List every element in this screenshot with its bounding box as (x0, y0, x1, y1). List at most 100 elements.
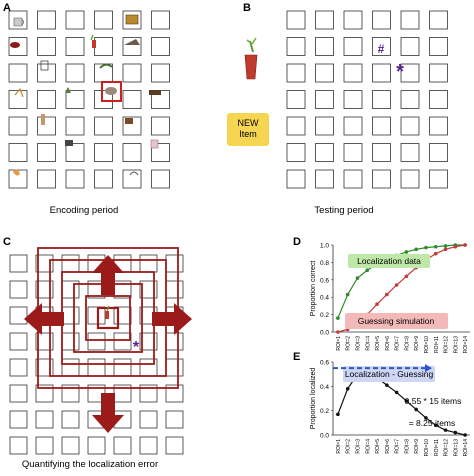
grid-cell (315, 143, 334, 162)
grid-cell (113, 306, 132, 325)
x-tick-label: ROI=11 (434, 336, 440, 353)
grid-cell (94, 90, 113, 109)
new-item-line: NEW (238, 118, 260, 128)
x-tick-label: ROI=11 (434, 439, 440, 456)
cage-icon (40, 60, 49, 71)
grid-cell (286, 90, 306, 109)
y-tick-label: 0.6 (320, 360, 329, 367)
grid-cell (65, 10, 85, 30)
y-tick-label: 0.2 (320, 408, 329, 415)
grid-cell (37, 116, 56, 136)
data-point (404, 399, 409, 403)
grid-cell (35, 410, 54, 429)
grid-cell (35, 332, 54, 351)
x-tick-label: ROI=14 (463, 336, 469, 354)
grid-cell (87, 306, 106, 325)
data-point (385, 383, 389, 387)
x-tick-label: ROI=4 (365, 439, 371, 454)
grid-cell (165, 332, 184, 351)
down-arrow-icon (92, 393, 124, 433)
pig-icon (105, 87, 117, 95)
panel-e-letter: E (293, 351, 300, 363)
grid-cell (139, 436, 158, 455)
x-tick-label: ROI=5 (375, 336, 381, 351)
data-point (394, 390, 399, 395)
grid-cell (94, 116, 113, 136)
x-tick-label: ROI=13 (453, 439, 459, 457)
grid-cell (113, 332, 132, 351)
grid-cell (151, 116, 170, 136)
grid-cell (429, 37, 448, 56)
grid-cell (122, 90, 142, 109)
grid-cell (37, 37, 56, 56)
x-tick-label: ROI=2 (346, 439, 352, 454)
new-item-drink-icon (244, 37, 258, 80)
painting-icon (125, 14, 139, 25)
x-tick-label: ROI=5 (375, 439, 381, 454)
data-point (424, 245, 428, 250)
grid-cell (315, 37, 334, 56)
data-point (433, 423, 438, 428)
panel-b-letter: B (243, 2, 251, 14)
y-tick-label: 0.6 (320, 277, 329, 284)
grid-cell (35, 384, 54, 403)
grid-cell (429, 90, 448, 109)
x-tick-label: ROI=4 (365, 336, 371, 351)
grid-cell (94, 63, 113, 83)
x-tick-label: ROI=7 (395, 336, 401, 351)
encoding-grid (8, 10, 170, 189)
grid-cell (87, 332, 106, 351)
x-tick-label: ROI=12 (444, 439, 450, 457)
kettle-icon (13, 17, 24, 27)
grid-cell (286, 143, 306, 162)
grid-cell (35, 436, 54, 455)
grid-cell (9, 254, 28, 273)
grid-cell (87, 436, 106, 455)
grid-cell (286, 37, 306, 56)
error-star-marker: * (133, 339, 140, 356)
grid-cell (343, 169, 363, 189)
grid-cell (139, 254, 158, 273)
lamp-icon (14, 87, 24, 98)
grid-cell (400, 116, 420, 136)
data-point (355, 276, 360, 280)
grid-cell (9, 306, 28, 325)
grid-cell (65, 63, 85, 83)
data-point (336, 330, 340, 334)
data-point (424, 416, 428, 420)
target-highlight (101, 81, 122, 102)
data-point (463, 433, 467, 437)
grid-cell (9, 384, 28, 403)
grid-cell (372, 10, 391, 30)
center-drink-icon (105, 305, 110, 319)
grid-cell (113, 358, 132, 377)
data-point (443, 428, 448, 432)
data-point (345, 292, 350, 297)
y-tick-label: 0.0 (320, 433, 329, 440)
x-tick-label: ROI=3 (355, 336, 361, 351)
legend-localization-box (348, 254, 430, 268)
grid-cell (343, 116, 363, 136)
y-tick-label: 0.4 (320, 384, 329, 391)
x-tick-label: ROI=3 (355, 439, 361, 454)
grid-cell (429, 143, 448, 162)
grid-cell (429, 169, 448, 189)
grid-cell (35, 254, 54, 273)
grid-cell (65, 90, 85, 109)
grid-cell (139, 332, 158, 351)
bracelet-icon (10, 42, 20, 48)
hat-icon (124, 39, 140, 45)
grid-cell (343, 10, 363, 30)
roi-ring (85, 295, 131, 341)
y-tick-label: 0.0 (320, 330, 329, 337)
shell-icon (13, 169, 20, 176)
x-tick-label: ROI=9 (414, 336, 420, 351)
grid-cell (61, 306, 80, 325)
plant-icon (65, 87, 71, 93)
caption-quantifying: Quantifying the localization error (22, 459, 158, 470)
grid-cell (94, 10, 113, 30)
panel-c-letter: C (3, 236, 11, 248)
x-tick-label: ROI=14 (463, 439, 469, 457)
grid-cell (9, 358, 28, 377)
